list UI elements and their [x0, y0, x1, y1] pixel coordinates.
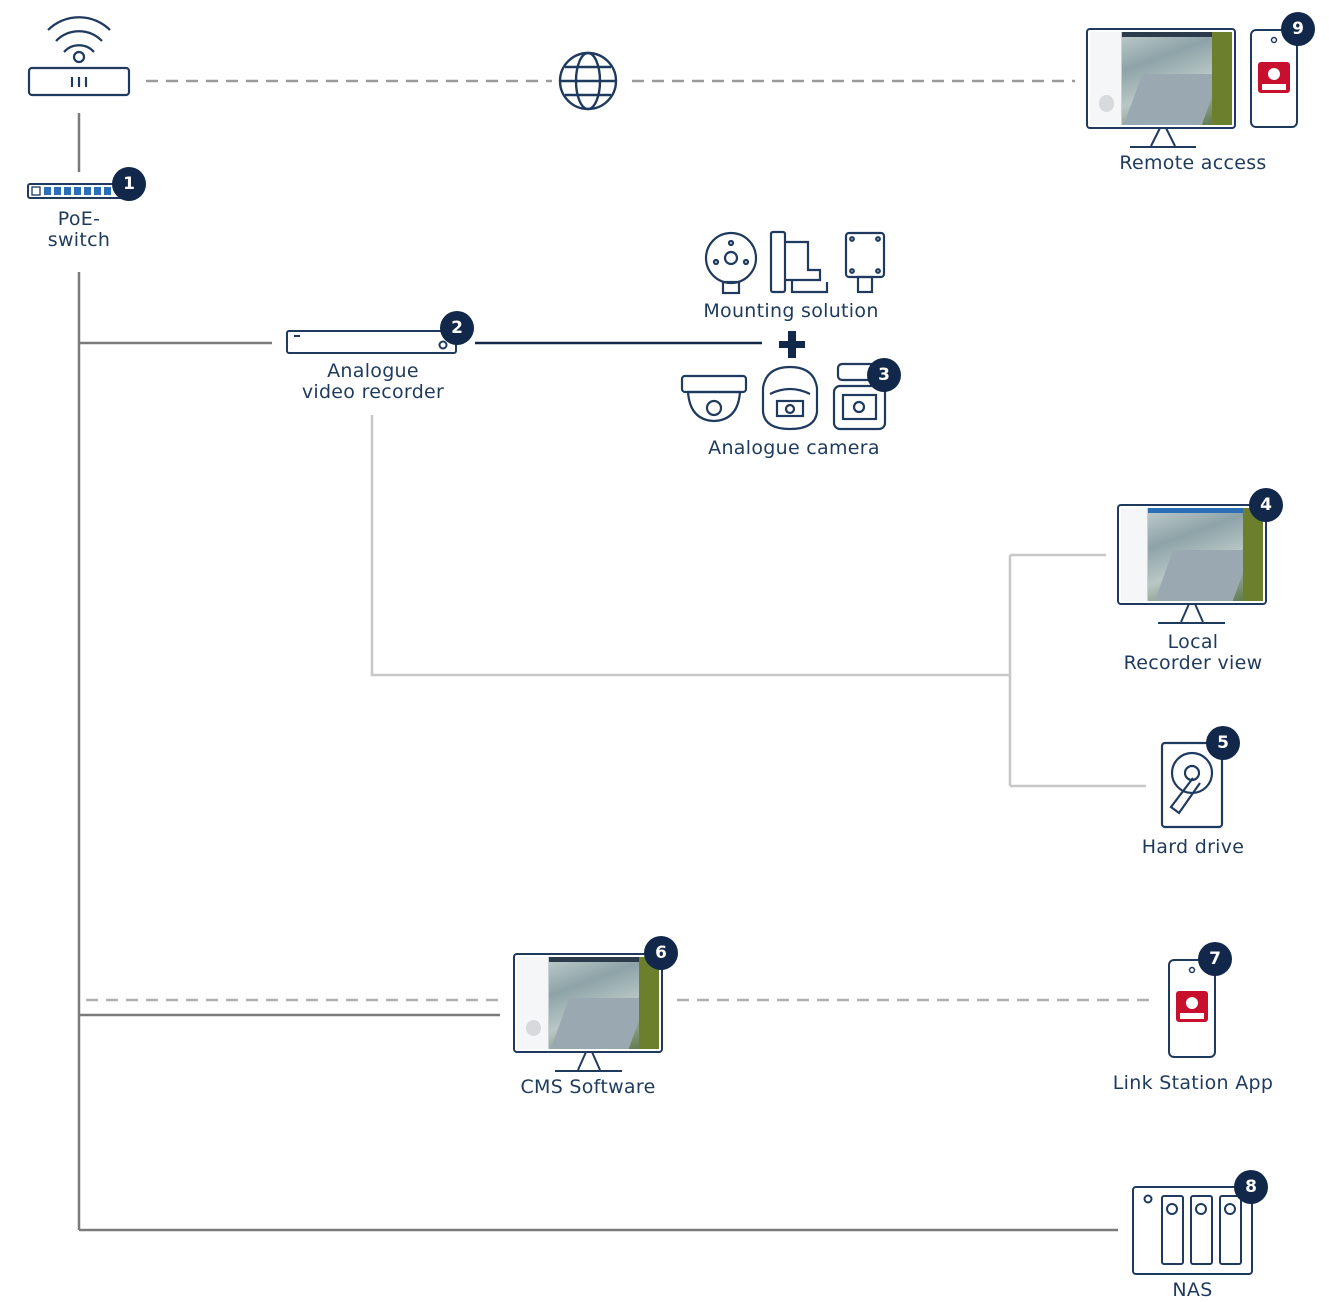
badge-remote: 9: [1281, 12, 1315, 46]
hard-drive-icon: [1160, 741, 1224, 829]
badge-hard-drive: 5: [1206, 726, 1240, 760]
label-nas: NAS: [1172, 1279, 1213, 1301]
label-recorder-line1: Analogue: [327, 360, 419, 382]
label-recorder: Analogue video recorder: [263, 361, 483, 403]
label-poe-switch-line2: switch: [47, 229, 111, 251]
label-cms: CMS Software: [520, 1076, 656, 1098]
router-icon: [27, 16, 131, 97]
label-camera: Analogue camera: [708, 437, 880, 459]
badge-cms: 6: [644, 936, 678, 970]
bullet-camera-icon: [832, 362, 887, 431]
junction-box-icon: [844, 231, 886, 294]
label-local-view-line2: Recorder view: [1123, 652, 1263, 674]
remote-monitor-screen: [1090, 32, 1232, 125]
connections: [77, 79, 1152, 1232]
cms-monitor-screen: [517, 957, 659, 1049]
pole-mount-icon: [769, 230, 829, 294]
label-recorder-line2: video recorder: [301, 381, 445, 403]
label-local-view: Local Recorder view: [1083, 632, 1303, 674]
label-poe-switch: PoE- switch: [29, 209, 129, 251]
label-hard-drive: Hard drive: [1141, 836, 1245, 858]
badge-camera: 3: [867, 358, 901, 392]
badge-poe-switch: 1: [112, 167, 146, 201]
nas-icon: [1132, 1186, 1253, 1275]
badge-recorder: 2: [440, 311, 474, 345]
dome-camera-icon: [680, 374, 748, 423]
badge-nas: 8: [1234, 1170, 1268, 1204]
local-monitor-screen: [1121, 508, 1263, 601]
wall-mount-icon: [704, 231, 758, 295]
globe-icon: [558, 51, 618, 111]
recorder-outputs-link: [370, 415, 1010, 677]
turret-camera-icon: [761, 365, 819, 431]
label-remote: Remote access: [1119, 152, 1267, 174]
monitor-icon: [1086, 28, 1236, 148]
smartphone-icon: [1250, 29, 1298, 128]
smartphone-icon: [1168, 959, 1216, 1058]
plus-icon: [779, 331, 805, 358]
label-link-app: Link Station App: [1112, 1072, 1274, 1094]
monitor-icon: [1117, 504, 1267, 624]
label-mounting: Mounting solution: [703, 300, 879, 322]
label-local-view-line1: Local: [1167, 631, 1219, 653]
label-poe-switch-line1: PoE-: [57, 208, 101, 230]
badge-local-view: 4: [1249, 488, 1283, 522]
badge-link-app: 7: [1198, 942, 1232, 976]
recorder-icon: [286, 330, 457, 354]
monitor-icon: [513, 953, 663, 1072]
